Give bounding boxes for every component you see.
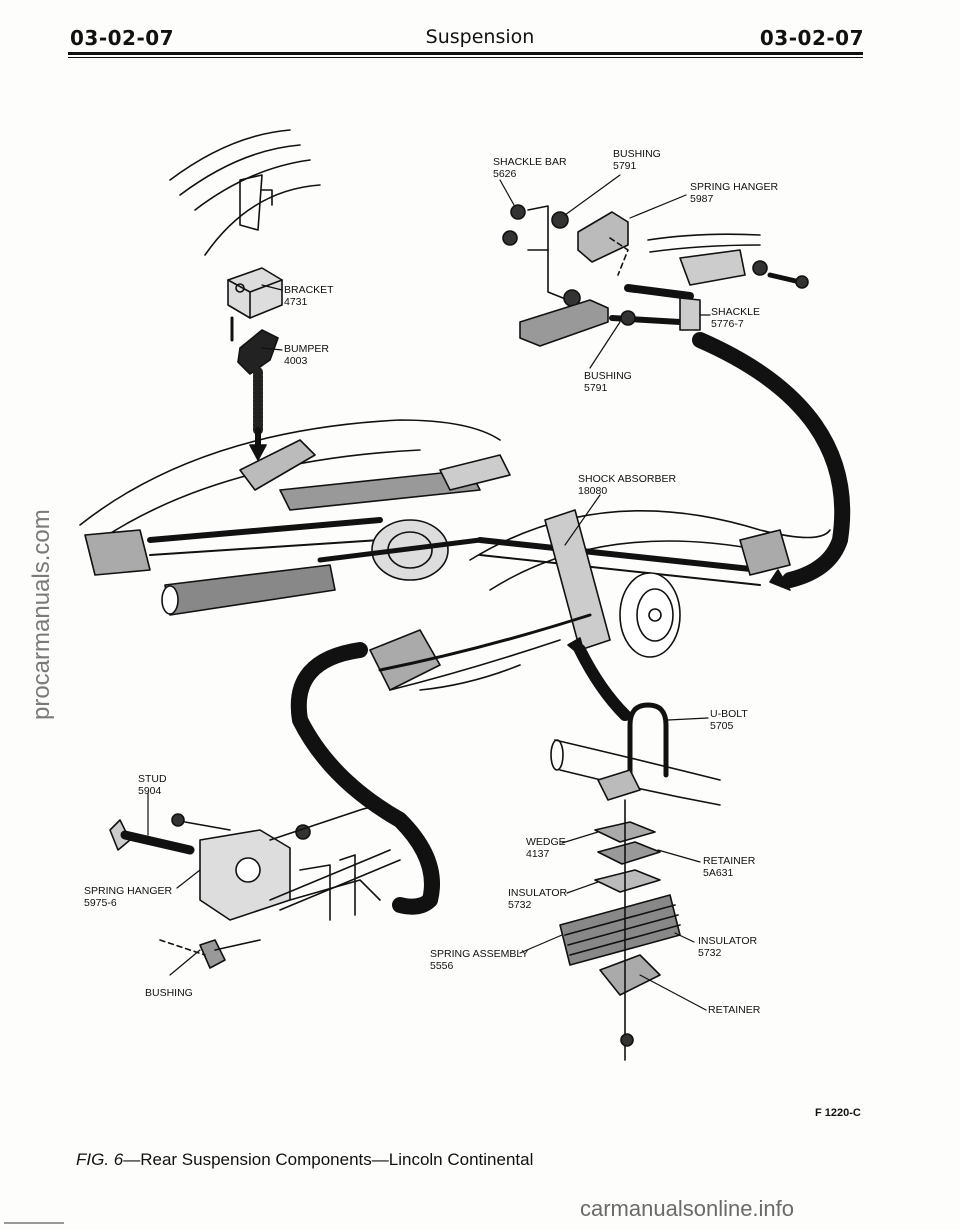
label-retainer-top: RETAINER 5A631 [703, 855, 755, 879]
label-insulator-right-name: INSULATOR [698, 935, 758, 947]
label-bumper-part: 4003 [284, 355, 308, 367]
label-bushing-mid-name: BUSHING [584, 370, 632, 382]
shackle-assembly-drawing [502, 204, 809, 347]
label-bracket-part: 4731 [284, 296, 308, 308]
page-title: Suspension [425, 26, 535, 48]
page-code-left: 03-02-07 [70, 26, 175, 50]
body-fender-drawing [169, 129, 321, 256]
corner-mark [4, 1222, 64, 1224]
label-spring-hanger-bottom-name: SPRING HANGER [84, 885, 173, 897]
arrow-ubolt-head [567, 637, 587, 661]
label-u-bolt: U-BOLT 5705 [710, 708, 748, 732]
label-bushing-top-name: BUSHING [613, 148, 661, 160]
label-stud-name: STUD [138, 773, 167, 785]
label-insulator-left: INSULATOR 5732 [508, 887, 567, 911]
label-wedge-part: 4137 [526, 848, 550, 860]
label-spring-assembly-name: SPRING ASSEMBLY [430, 948, 529, 960]
figure-caption-text: —Rear Suspension Components—Lincoln Cont… [123, 1150, 534, 1169]
axle-chassis-drawing [79, 419, 831, 691]
label-stud-part: 5904 [138, 785, 162, 797]
label-retainer-top-name: RETAINER [703, 855, 756, 867]
figure-caption: FIG. 6—Rear Suspension Components—Lincol… [76, 1150, 533, 1170]
label-insulator-right: INSULATOR 5732 [698, 935, 757, 959]
label-shackle-name: SHACKLE [711, 306, 761, 318]
figure-code: F 1220-C [815, 1107, 861, 1119]
label-u-bolt-part: 5705 [710, 720, 734, 732]
label-bushing-bottom: BUSHING [145, 987, 193, 999]
label-retainer-top-part: 5A631 [703, 867, 734, 879]
header-rule [68, 52, 863, 55]
page-code-right: 03-02-07 [759, 26, 864, 50]
spring-assembly-drawing [550, 702, 721, 1061]
label-bracket: BRACKET 4731 [284, 284, 334, 308]
bracket-bumper-drawing [227, 267, 283, 461]
label-retainer-bottom-name: RETAINER [708, 1004, 761, 1016]
label-shackle-part: 5776-7 [711, 318, 744, 330]
label-stud: STUD 5904 [138, 773, 167, 797]
label-insulator-right-part: 5732 [698, 947, 722, 959]
label-wedge: WEDGE 4137 [526, 836, 566, 860]
label-shackle-bar-name: SHACKLE BAR [493, 156, 567, 168]
label-bumper-name: BUMPER [284, 343, 329, 355]
label-bumper: BUMPER 4003 [284, 343, 329, 367]
label-spring-hanger-top-part: 5987 [690, 193, 714, 205]
label-bushing-mid: BUSHING 5791 [584, 370, 632, 394]
label-shock-absorber-name: SHOCK ABSORBER [578, 473, 677, 485]
label-shock-absorber-part: 18080 [578, 485, 608, 497]
label-insulator-left-part: 5732 [508, 899, 532, 911]
label-u-bolt-name: U-BOLT [710, 708, 748, 720]
label-wedge-name: WEDGE [526, 836, 566, 848]
label-bushing-top: BUSHING 5791 [613, 148, 661, 172]
label-spring-hanger-top: SPRING HANGER 5987 [690, 181, 778, 205]
label-spring-hanger-bottom-part: 5975-6 [84, 897, 117, 909]
figure-number: FIG. 6 [76, 1150, 124, 1169]
leader-lines [147, 174, 711, 1011]
label-shackle: SHACKLE 5776-7 [711, 306, 760, 330]
footer-watermark: carmanualsonline.info [580, 1196, 795, 1221]
label-spring-hanger-top-name: SPRING HANGER [690, 181, 779, 193]
label-spring-hanger-bottom: SPRING HANGER 5975-6 [84, 885, 172, 909]
label-spring-assembly-part: 5556 [430, 960, 454, 972]
label-bushing-bottom-name: BUSHING [145, 987, 193, 999]
label-shock-absorber: SHOCK ABSORBER 18080 [578, 473, 676, 497]
label-bracket-name: BRACKET [284, 284, 334, 296]
label-bushing-top-part: 5791 [613, 160, 637, 172]
header-rule-thin [68, 57, 863, 58]
label-spring-assembly: SPRING ASSEMBLY 5556 [430, 948, 528, 972]
label-bushing-mid-part: 5791 [584, 382, 608, 394]
arrow-right-curve [692, 332, 851, 588]
label-retainer-bottom: RETAINER [708, 1004, 760, 1016]
arrow-left-curve [290, 642, 440, 915]
spring-hanger-drawing [109, 805, 401, 969]
arrow-right-head [769, 569, 791, 591]
label-shackle-bar-part: 5626 [493, 168, 517, 180]
label-insulator-left-name: INSULATOR [508, 887, 568, 899]
label-shackle-bar: SHACKLE BAR 5626 [493, 156, 567, 180]
